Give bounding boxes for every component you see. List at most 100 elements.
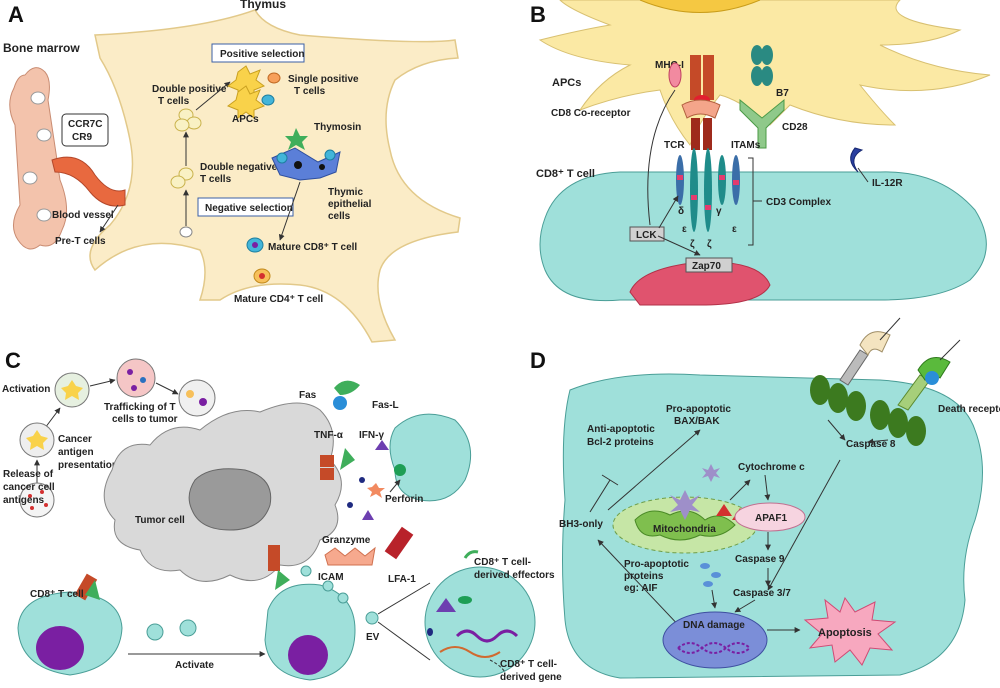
granzyme-label: Granzyme	[322, 535, 371, 546]
caspase37-label: Caspase 3/7	[733, 588, 791, 599]
marrow-cell	[30, 91, 46, 105]
bh3-label: BH3-only	[559, 519, 603, 530]
single-positive-label-2: T cells	[294, 86, 326, 97]
double-negative-label-1: Double negative	[200, 162, 278, 173]
apc-nucleus	[639, 0, 761, 13]
tcr-molecule	[681, 99, 721, 150]
il12r-receptor	[850, 147, 864, 173]
b7-label: B7	[776, 88, 789, 99]
activation-apc	[61, 380, 83, 400]
apcs-cluster	[226, 65, 266, 119]
activated-t-cell	[264, 583, 356, 681]
epsilon-label-1: ε	[682, 224, 687, 235]
icam-label: ICAM	[318, 572, 344, 583]
tumor-nucleus	[188, 468, 272, 531]
itams-label: ITAMs	[731, 140, 761, 151]
caspase9-label: Caspase 9	[735, 554, 785, 565]
cancer-antigen-label-2: antigen	[58, 447, 94, 458]
double-positive-cells	[174, 108, 202, 132]
lck-box	[629, 226, 665, 242]
cd28-label: CD28	[782, 122, 808, 133]
negative-selection-label: Negative selection	[205, 203, 293, 214]
fas-label: Fas	[299, 390, 317, 401]
lfa1-bar	[384, 526, 414, 560]
double-negative-label-2: T cells	[200, 174, 232, 185]
single-positive-label-1: Single positive	[288, 74, 359, 85]
epsilon-label-2: ε	[732, 224, 737, 235]
antigen-release-circle	[19, 482, 55, 518]
receptor-ccr7c: CCR7C	[68, 119, 102, 130]
dna-damage-label: DNA damage	[683, 620, 745, 631]
pro-apoptotic-bax-label-1: Pro-apoptotic	[666, 404, 731, 415]
cytochrome-star	[670, 490, 700, 520]
apoptosis-burst	[803, 596, 897, 666]
double-negative-cells	[170, 167, 194, 189]
bone-shape	[9, 67, 67, 250]
aif-particles	[700, 563, 721, 587]
icam-shape	[324, 546, 376, 566]
gene-label-1: CD8⁺ T cell-	[500, 659, 557, 670]
mature-cd4-label: Mature CD4⁺ T cell	[234, 294, 323, 305]
ev-protein	[427, 628, 433, 636]
panel-a-letter: A	[8, 2, 24, 27]
pro-apoptotic-bax-label-2: BAX/BAK	[674, 416, 720, 427]
receptor-cr9: CR9	[72, 132, 92, 143]
anti-apoptotic-label-1: Anti-apoptotic	[587, 424, 655, 435]
cd3-complex-label: CD3 Complex	[766, 197, 831, 208]
cytochrome-star	[702, 464, 720, 482]
tnf-label: TNF-α	[314, 430, 344, 441]
pre-t-label: Pre-T cells	[55, 236, 106, 247]
tumor-killing-circle	[178, 379, 216, 417]
cd8-t-cell-shape	[539, 171, 987, 302]
tcr-left	[74, 573, 98, 601]
panel-c-letter: C	[5, 348, 21, 373]
fas-l-ligand	[334, 380, 360, 395]
ev-rna	[439, 646, 501, 658]
ev-dna	[455, 629, 519, 643]
death-receptor-1	[810, 317, 901, 421]
apcs-label: APCs	[232, 114, 259, 125]
blood-vessel-label: Blood vessel	[52, 210, 114, 221]
ev-small	[337, 592, 349, 604]
apaf1-shape	[734, 502, 806, 532]
thymic-epithelial-label-1: Thymic	[328, 187, 363, 198]
cancer-antigen-label-1: Cancer	[58, 434, 92, 445]
precursor-cell	[179, 226, 193, 238]
ev-small	[300, 565, 312, 577]
caspase8-label: Caspase 8	[846, 439, 896, 450]
synapse-molecules	[320, 448, 406, 520]
tumor-cell-label: Tumor cell	[135, 515, 185, 526]
fas-l-label: Fas-L	[372, 400, 399, 411]
thymus-shape	[89, 9, 461, 343]
dna-strand	[677, 642, 751, 654]
activation-label: Activation	[2, 384, 50, 395]
cd8-activated	[275, 570, 290, 590]
mhc-label: MHC-I	[655, 60, 684, 71]
thymosin-star	[285, 128, 308, 150]
mature-cd4-nucleus	[259, 273, 265, 279]
panel-a: A Thymus Bone marrow CCR7C CR9 Blood ves…	[3, 0, 461, 343]
release-label-2: cancer cell	[3, 482, 55, 493]
negative-selection-box	[197, 197, 294, 217]
gamma-label: γ	[716, 206, 722, 217]
cd3-chains	[676, 148, 740, 232]
panel-b: B APCs CD8⁺ T cell MHC-I CD8 Co-receptor	[530, 0, 991, 306]
activated-nucleus	[288, 635, 328, 675]
co-receptor-label: CD8 Co-receptor	[551, 108, 631, 119]
apoptosis-label: Apoptosis	[818, 627, 872, 639]
mitochondria-cristae	[634, 510, 736, 541]
pro-apoptotic-aif-label-3: eg: AIF	[624, 583, 658, 594]
blood-vessel-shape	[51, 156, 126, 207]
cd8-t-cell-label-c: CD8⁺ T cell	[30, 589, 84, 600]
trafficking-label-2: cells to tumor	[112, 414, 178, 425]
ifn-label: IFN-γ	[359, 430, 384, 441]
b7-cd28-pair	[739, 45, 785, 149]
zap70-box	[685, 257, 733, 273]
thymic-epithelial-network	[271, 147, 341, 181]
effectors-label-2: derived effectors	[474, 570, 555, 581]
mature-cd8-nucleus	[252, 242, 258, 248]
cd8-t-cell-label: CD8⁺ T cell	[536, 168, 595, 180]
double-positive-label-1: Double positive	[152, 84, 227, 95]
death-receptor-2	[870, 339, 961, 446]
gene-label-2: derived gene	[500, 672, 562, 683]
